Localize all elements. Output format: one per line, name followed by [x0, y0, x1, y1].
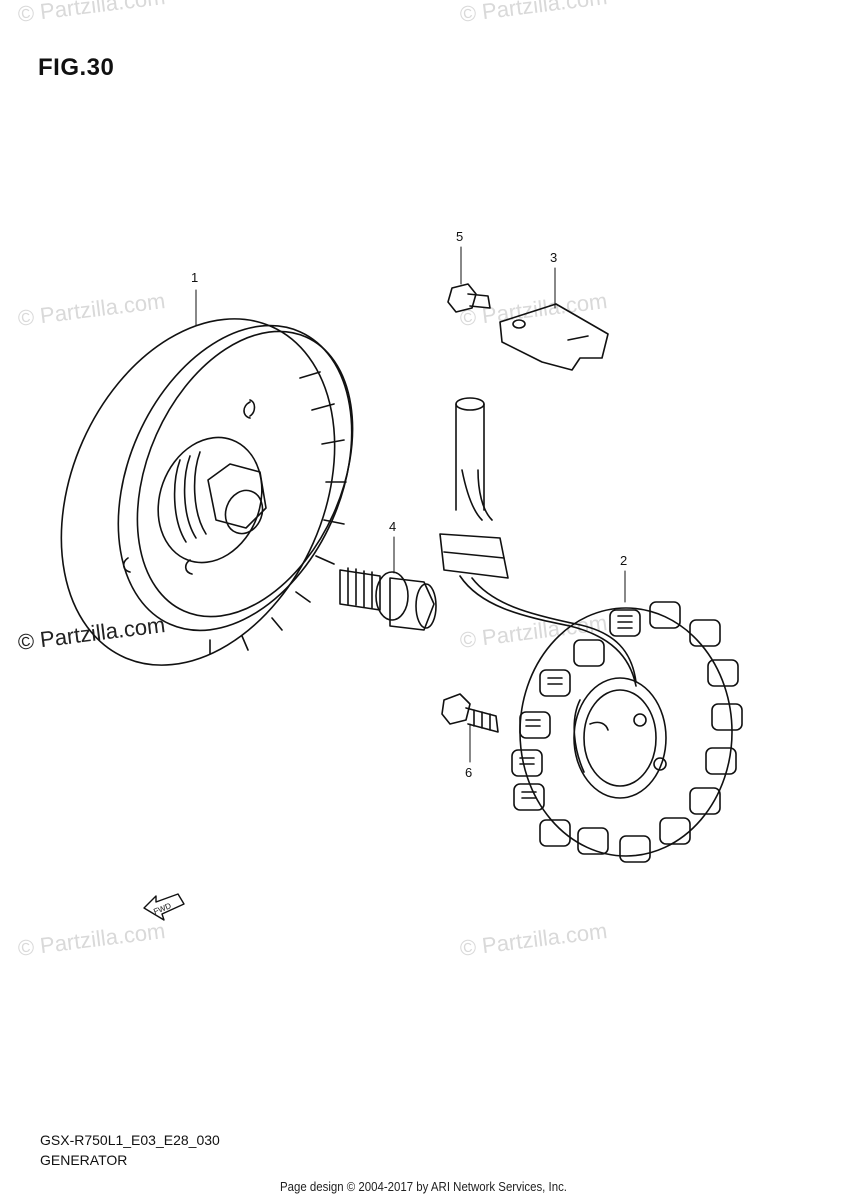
stator-part-2: [439, 397, 743, 863]
callout-6: 6: [465, 765, 473, 780]
footer-copyright: Page design © 2004-2017 by ARI Network S…: [280, 1179, 567, 1194]
bolt-part-5: [447, 283, 491, 313]
callout-4: 4: [389, 519, 397, 534]
callout-3: 3: [550, 250, 558, 265]
bolt-part-6: [441, 693, 499, 733]
bracket-part-3: [499, 303, 609, 371]
callout-2: 2: [620, 553, 628, 568]
callout-1: 1: [191, 270, 199, 285]
fwd-arrow: [143, 893, 185, 921]
model-code: GSX-R750L1_E03_E28_030: [40, 1132, 220, 1148]
figure-title: FIG.30: [38, 54, 115, 81]
bolt-part-4: [339, 567, 437, 631]
callout-5: 5: [456, 229, 464, 244]
rotor-part-1: [60, 318, 354, 666]
section-name: GENERATOR: [40, 1152, 128, 1168]
